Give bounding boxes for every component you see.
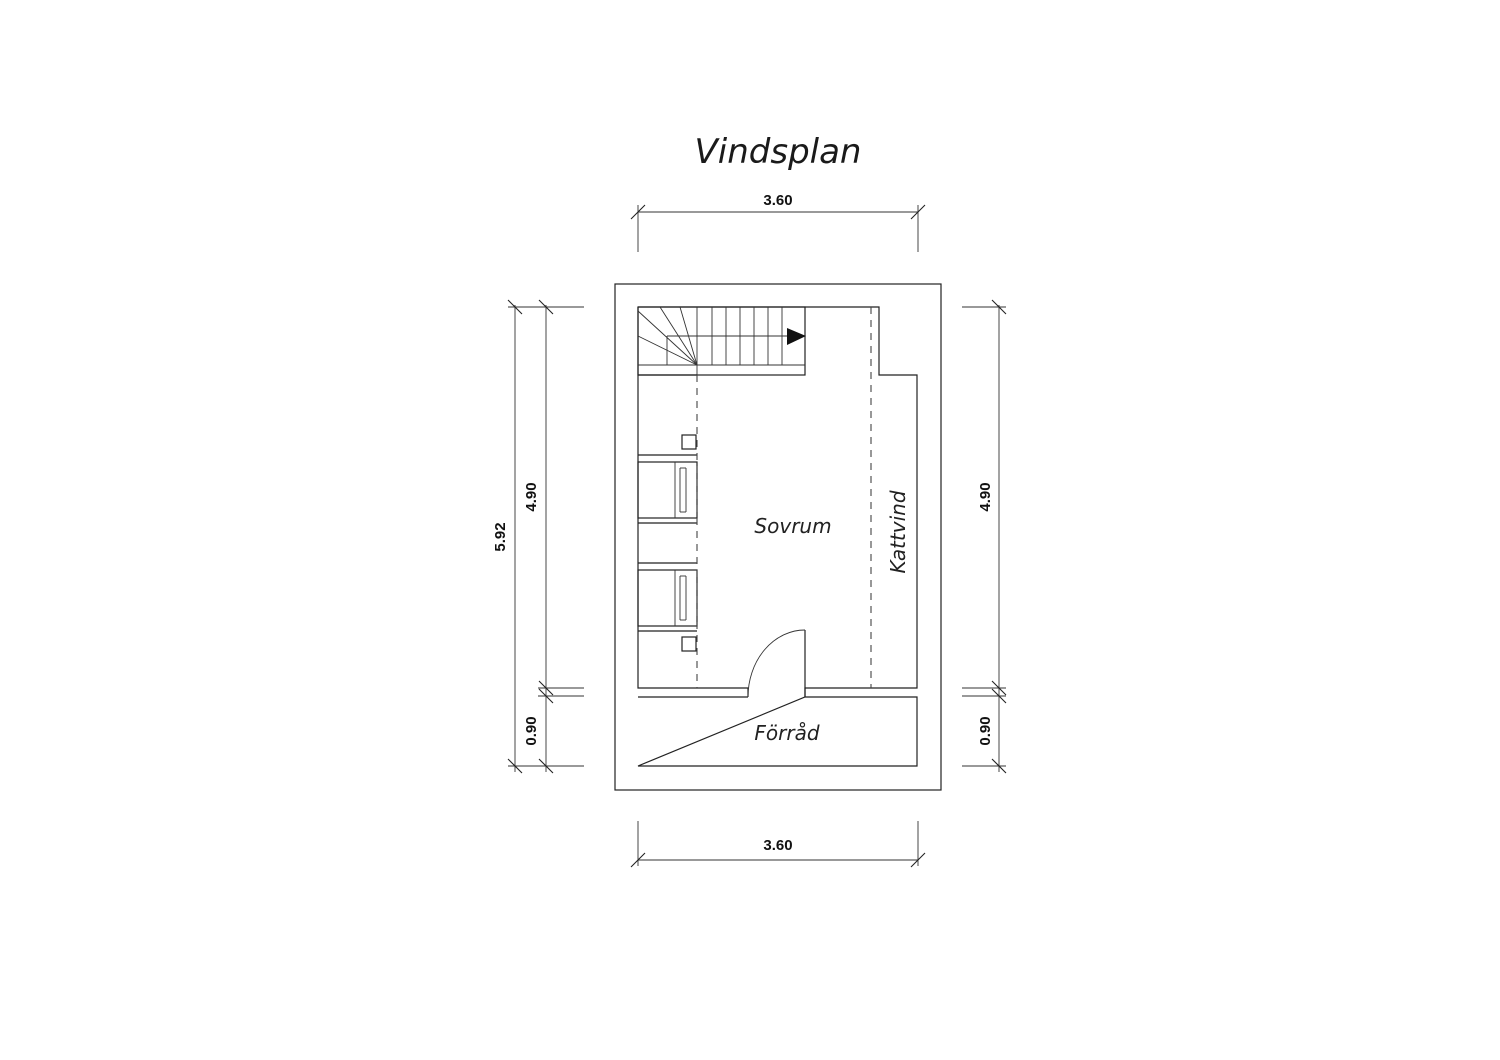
dimension-label-right-main: 4.90 <box>977 482 994 511</box>
room-label-forrad: Förråd <box>754 721 819 745</box>
dimension-top-width: 3.60 <box>630 192 926 252</box>
plan-title: Vindsplan <box>695 132 862 172</box>
vent-upper <box>681 434 697 450</box>
dimension-label-left-total: 5.92 <box>492 522 509 551</box>
dimension-bottom-width: 3.60 <box>630 821 926 868</box>
outer-wall <box>614 283 942 791</box>
stair-arrow-icon <box>787 328 806 345</box>
window-lower <box>637 569 698 627</box>
dimension-label-right-storage: 0.90 <box>977 716 994 745</box>
door <box>747 629 806 698</box>
vent-lower <box>681 636 697 652</box>
window-upper <box>637 461 698 519</box>
room-label-sovrum: Sovrum <box>754 514 831 538</box>
room-label-kattvind: Kattvind <box>886 490 910 573</box>
storage-room-wall <box>637 696 918 767</box>
dimension-label-left-storage: 0.90 <box>523 716 540 745</box>
dimension-label-top-width: 3.60 <box>763 192 792 209</box>
dimension-right <box>962 299 1007 774</box>
dimension-label-left-main: 4.90 <box>523 482 540 511</box>
staircase <box>637 306 806 376</box>
dimension-left <box>507 299 584 774</box>
left-wall-niches <box>638 374 697 632</box>
dimension-label-bottom-width: 3.60 <box>763 837 792 854</box>
